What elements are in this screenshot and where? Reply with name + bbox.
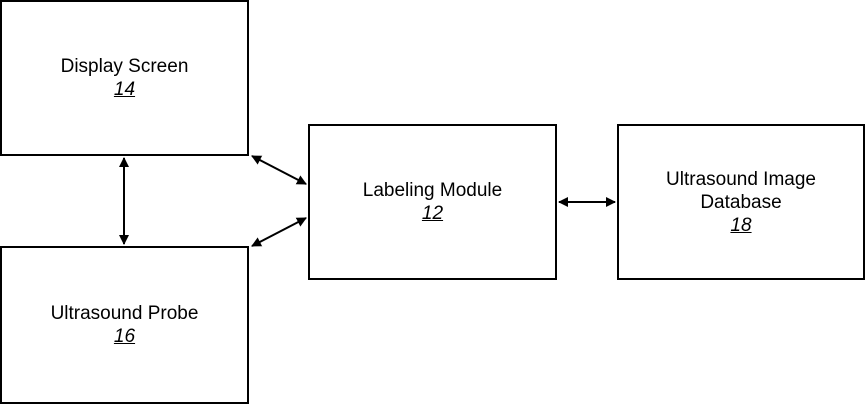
arrow-probe-to-labeling [252, 218, 306, 246]
arrow-display-to-labeling [252, 156, 306, 184]
